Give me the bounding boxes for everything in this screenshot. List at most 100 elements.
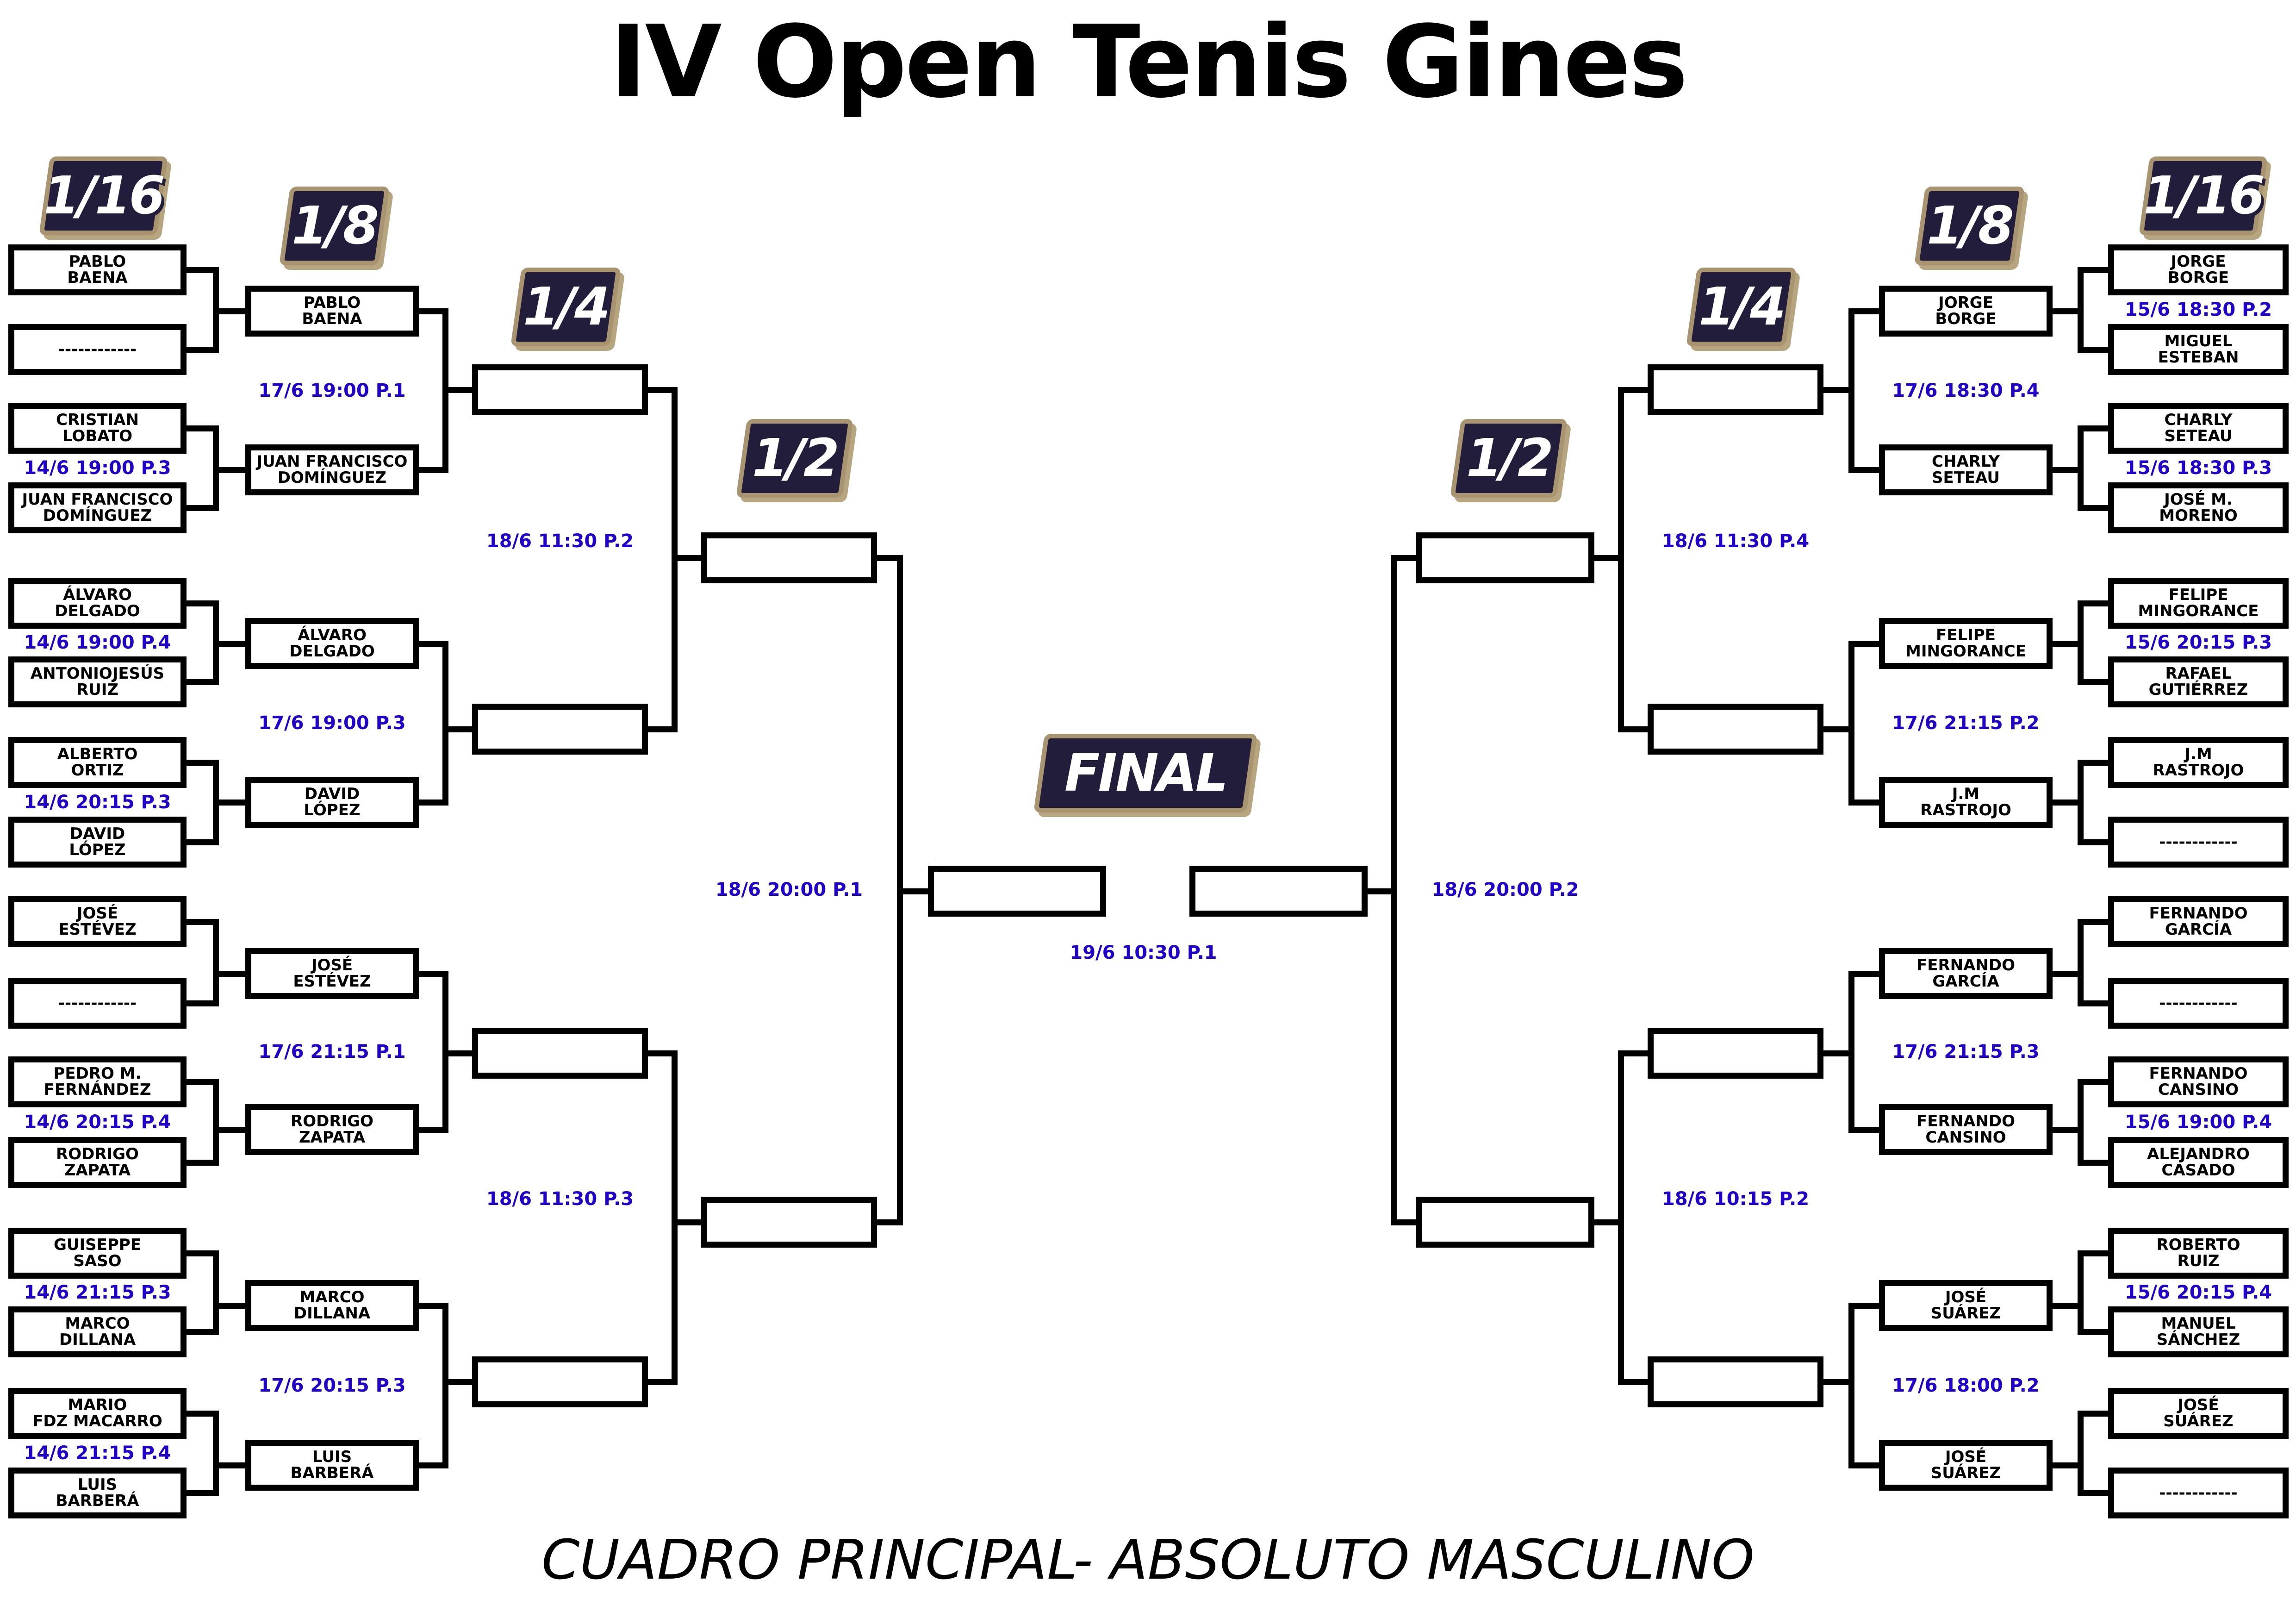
- bracket-line: [1823, 387, 1854, 393]
- left-r2-player-box: [701, 1197, 877, 1248]
- bracket-line: [213, 308, 245, 314]
- player-name: MARIO FDZ MACARRO: [32, 1396, 162, 1430]
- bracket-line: [2077, 1250, 2084, 1335]
- player-name: ------------: [58, 340, 137, 359]
- player-name: JORGE BORGE: [2167, 252, 2229, 287]
- match-schedule: 18/6 20:00 P.2: [1431, 879, 1579, 900]
- bracket-line: [1368, 888, 1398, 894]
- left-r8-player-box: JUAN FRANCISCO DOMÍNGUEZ: [245, 444, 419, 495]
- left-r16-player-box: MARIO FDZ MACARRO: [8, 1388, 187, 1439]
- round-label: 1/4: [523, 277, 609, 337]
- left-r8-player-box: JOSÉ ESTÉVEZ: [245, 948, 419, 999]
- bracket-line: [1594, 1219, 1624, 1225]
- match-schedule: 15/6 19:00 P.4: [2124, 1112, 2272, 1133]
- player-name: MIGUEL ESTEBAN: [2158, 332, 2239, 367]
- bracket-line: [213, 1126, 245, 1133]
- player-name: FELIPE MINGORANCE: [2138, 586, 2259, 620]
- right-r8-player-box: CHARLY SETEAU: [1879, 444, 2053, 495]
- match-schedule: 17/6 19:00 P.1: [258, 380, 406, 401]
- player-name: JOSÉ SUÁREZ: [1930, 1288, 2001, 1323]
- left-r16-player-box: JUAN FRANCISCO DOMÍNGUEZ: [8, 482, 187, 533]
- left-r16-player-box: JOSÉ ESTÉVEZ: [8, 896, 187, 947]
- right-r8-player-box: FELIPE MINGORANCE: [1879, 618, 2053, 669]
- match-schedule: 14/6 19:00 P.3: [24, 457, 171, 479]
- match-schedule: 17/6 21:15 P.1: [258, 1041, 406, 1062]
- right-r2-player-box: [1416, 532, 1594, 583]
- bracket-line: [2053, 467, 2084, 473]
- bracket-line: [2077, 1410, 2084, 1496]
- match-schedule: 17/6 21:15 P.2: [1892, 712, 2040, 734]
- match-schedule: 15/6 18:30 P.2: [2124, 299, 2272, 320]
- player-name: FERNANDO GARCÍA: [2149, 904, 2248, 939]
- bracket-line: [2077, 425, 2108, 431]
- player-name: FERNANDO CANSINO: [1916, 1112, 2015, 1147]
- bracket-line: [1618, 387, 1648, 393]
- bracket-line: [2053, 1462, 2084, 1468]
- bracket-line: [213, 1079, 219, 1166]
- right-r8-player-box: J.M RASTROJO: [1879, 777, 2053, 828]
- right-r16-player-box: JORGE BORGE: [2108, 244, 2289, 295]
- right-r16-player-box: JOSÉ M. MORENO: [2108, 482, 2289, 533]
- bracket-line: [1594, 555, 1624, 561]
- right-r16-player-box: ROBERTO RUIZ: [2108, 1228, 2289, 1279]
- bracket-line: [187, 1079, 219, 1085]
- bracket-line: [1823, 1050, 1854, 1056]
- bracket-line: [2053, 970, 2084, 977]
- right-r16-player-box: FERNANDO GARCÍA: [2108, 896, 2289, 947]
- player-name: PEDRO M. FERNÁNDEZ: [44, 1064, 151, 1099]
- bracket-line: [2077, 839, 2108, 845]
- player-name: MARCO DILLANA: [59, 1314, 136, 1349]
- bracket-line: [213, 1462, 245, 1468]
- right-r8-player-box: JOSÉ SUÁREZ: [1879, 1280, 2053, 1331]
- bracket-line: [187, 267, 219, 273]
- player-name: DAVID LÓPEZ: [304, 785, 361, 819]
- player-name: RODRIGO ZAPATA: [56, 1145, 139, 1180]
- player-name: JOSÉ ESTÉVEZ: [293, 956, 371, 991]
- match-schedule: 17/6 19:00 P.3: [258, 712, 406, 734]
- player-name: JUAN FRANCISCO DOMÍNGUEZ: [256, 452, 408, 487]
- player-name: DAVID LÓPEZ: [69, 824, 126, 859]
- bracket-line: [672, 555, 701, 561]
- bracket-line: [2077, 918, 2084, 1006]
- left-r4-player-box: [472, 1028, 648, 1079]
- right-r4-player-box: [1648, 1356, 1823, 1407]
- player-name: JOSÉ SUÁREZ: [2163, 1396, 2234, 1430]
- left-r8-player-box: MARCO DILLANA: [245, 1280, 419, 1331]
- player-name: FELIPE MINGORANCE: [1905, 626, 2026, 661]
- player-name: ------------: [2159, 1483, 2238, 1502]
- player-name: JOSÉ ESTÉVEZ: [58, 904, 137, 939]
- bracket-line: [1848, 1302, 1854, 1468]
- player-name: GUISEPPE SASO: [54, 1236, 141, 1270]
- bracket-line: [1823, 726, 1854, 732]
- left-r16-player-box: ------------: [8, 324, 187, 375]
- match-schedule: 14/6 21:15 P.3: [24, 1282, 171, 1303]
- round-label: 1/2: [752, 428, 838, 488]
- left-r16-player-box: CRISTIAN LOBATO: [8, 403, 187, 454]
- match-schedule: 18/6 11:30 P.4: [1661, 530, 1810, 552]
- right-r16-player-box: ------------: [2108, 817, 2289, 868]
- bracket-line: [2077, 1079, 2084, 1166]
- match-schedule: 17/6 18:00 P.2: [1892, 1374, 2040, 1396]
- bracket-line: [213, 640, 245, 647]
- bracket-line: [187, 600, 219, 606]
- bracket-line: [648, 1050, 678, 1056]
- bracket-line: [2077, 679, 2108, 685]
- round-label: 1/8: [291, 196, 377, 256]
- bracket-line: [897, 888, 928, 894]
- bracket-line: [419, 467, 448, 473]
- left-r16-player-box: RODRIGO ZAPATA: [8, 1137, 187, 1188]
- round-label: 1/16: [2143, 166, 2263, 226]
- bracket-line: [1848, 1126, 1879, 1133]
- round-badge: 1/4: [510, 268, 621, 346]
- player-name: J.M RASTROJO: [2153, 745, 2244, 780]
- page-title: IV Open Tenis Gines: [610, 4, 1688, 120]
- match-schedule: 14/6 20:15 P.3: [24, 792, 171, 813]
- bracket-line: [2077, 1000, 2108, 1006]
- bracket-line: [187, 759, 219, 766]
- right-r4-player-box: [1648, 704, 1823, 755]
- bracket-line: [1848, 640, 1879, 647]
- bracket-line: [2053, 1126, 2084, 1133]
- player-name: J.M RASTROJO: [1920, 785, 2011, 819]
- match-schedule: 17/6 21:15 P.3: [1892, 1041, 2040, 1062]
- bracket-line: [213, 1410, 219, 1496]
